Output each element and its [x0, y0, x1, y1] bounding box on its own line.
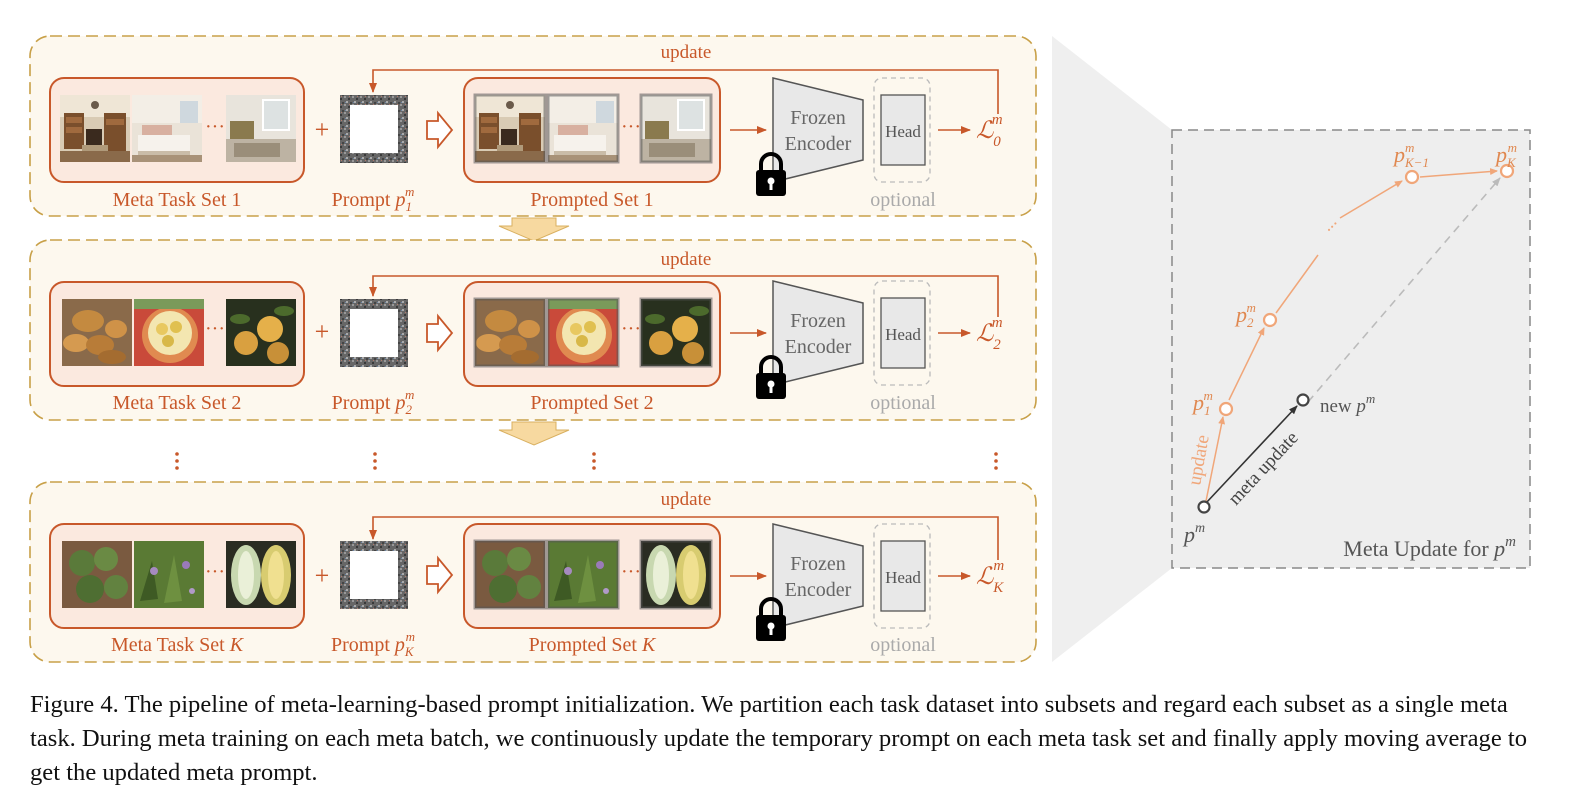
node-pk: [1499, 163, 1515, 179]
hollow-arrow-icon: [426, 313, 454, 353]
ellipsis: ···: [621, 561, 641, 583]
prompt-frame-icon: [340, 95, 408, 163]
prompt-label: Prompt p2m: [332, 387, 415, 417]
encoder-label: Encoder: [785, 579, 852, 601]
optional-label: optional: [870, 634, 936, 656]
ellipsis: ···: [205, 318, 225, 340]
prompted-set-label: Prompted Set 2: [530, 392, 653, 414]
head-box: [880, 94, 926, 166]
update-label: update: [661, 249, 712, 270]
prompt-label: Prompt p1m: [332, 184, 415, 214]
node-p-m: [1197, 500, 1211, 514]
encoder-label: Encoder: [785, 133, 852, 155]
ellipsis: ···: [205, 561, 225, 583]
down-arrow-icon: [498, 217, 570, 242]
encoder-label: Frozen: [790, 553, 846, 575]
hollow-arrow-icon: [426, 555, 454, 595]
node-p1: [1218, 401, 1234, 417]
p2-label: p2m: [1234, 300, 1256, 330]
meta-task-set-label: Meta Task Set 1: [113, 189, 242, 211]
lock-icon: [756, 152, 786, 196]
optional-label: optional: [870, 392, 936, 414]
meta-update-title: Meta Update for pm: [1343, 534, 1516, 561]
lock-icon: [756, 355, 786, 399]
pipeline-row-1: update ··· Meta Task Set 1 + Prompt p1m …: [29, 35, 1037, 217]
head-box: [880, 297, 926, 369]
prompt-label: Prompt pKm: [331, 629, 415, 659]
meta-task-set-label: Meta Task Set 2: [113, 392, 242, 414]
meta-update-panel: ... pm new pm p1m p2m pK−1m pKm update m…: [1171, 129, 1531, 569]
head-label: Head: [885, 325, 921, 344]
encoder-label: Encoder: [785, 336, 852, 358]
node-p2: [1262, 312, 1278, 328]
frozen-encoder: [772, 523, 864, 629]
ellipsis: ···: [621, 116, 641, 138]
prompt-frame-icon: [340, 541, 408, 609]
optional-label: optional: [870, 189, 936, 211]
plus-sign: +: [315, 115, 330, 144]
meta-task-set-label: Meta Task Set K: [111, 634, 245, 656]
node-new-p-m: [1296, 393, 1310, 407]
pipeline-row-k: update ··· Meta Task Set K + Prompt pKm …: [29, 481, 1037, 663]
head-label: Head: [885, 122, 921, 141]
new-p-m-label: new pm: [1320, 391, 1375, 417]
update-label: update: [661, 42, 712, 63]
encoder-label: Frozen: [790, 310, 846, 332]
vertical-ellipsis: [175, 452, 998, 470]
prompted-set-label: Prompted Set 1: [530, 189, 653, 211]
pipeline-row-2: update ··· Meta Task Set 2 + Prompt p2m …: [29, 239, 1037, 421]
zoom-connector: [1052, 36, 1172, 662]
pipeline-figure: update ··· Meta Task Set 1 + Prompt p1m …: [29, 35, 1531, 663]
p1-label: p1m: [1191, 388, 1213, 418]
figure-caption: Figure 4. The pipeline of meta-learning-…: [30, 691, 1528, 786]
ellipsis: ···: [621, 318, 641, 340]
frozen-encoder: [772, 280, 864, 386]
head-label: Head: [885, 568, 921, 587]
pk-1-label: pK−1m: [1392, 140, 1429, 170]
pk-label: pKm: [1494, 140, 1517, 170]
down-arrow-icon: [498, 421, 570, 446]
node-pk-1: [1404, 169, 1420, 185]
frozen-encoder: [772, 77, 864, 183]
loss-label: ℒ0m: [976, 112, 1003, 150]
prompt-frame-icon: [340, 299, 408, 367]
prompted-set-label: Prompted Set K: [529, 634, 657, 656]
lock-icon: [756, 597, 786, 641]
plus-sign: +: [315, 317, 330, 346]
encoder-label: Frozen: [790, 107, 846, 129]
hollow-arrow-icon: [426, 110, 454, 150]
ellipsis: ···: [205, 116, 225, 138]
head-box: [880, 540, 926, 612]
plus-sign: +: [315, 561, 330, 590]
p-m-label: pm: [1182, 521, 1205, 547]
update-label: update: [661, 489, 712, 510]
